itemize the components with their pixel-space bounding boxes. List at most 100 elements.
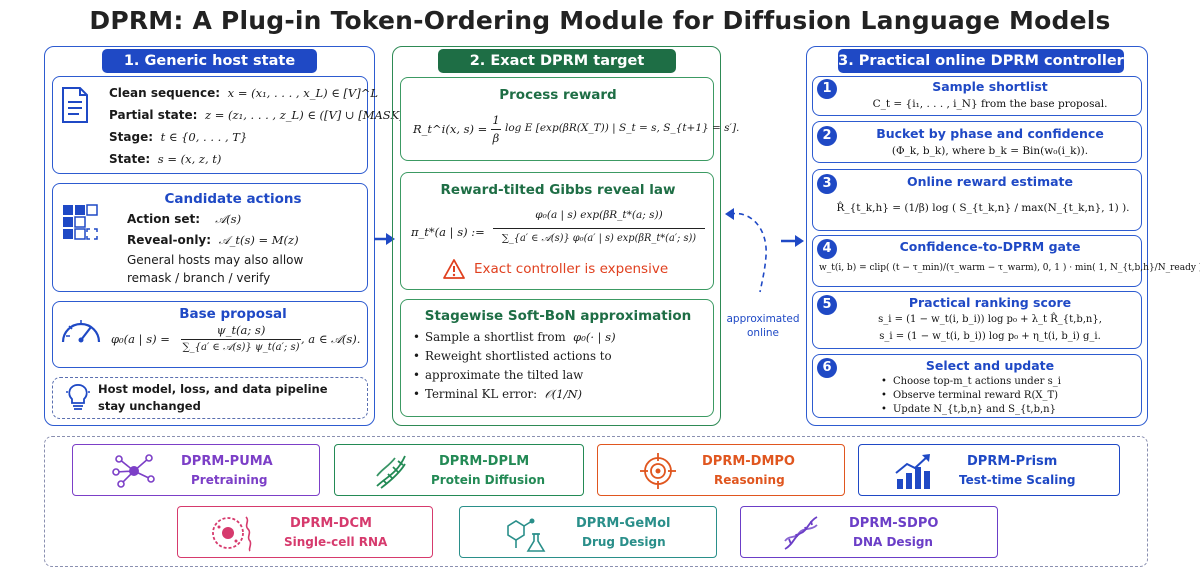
host-unchanged-box: Host model, loss, and data pipeline stay… xyxy=(52,377,368,419)
step-line: R̂_{t_k,h} = (1/β) log ( S_{t_k,n} / max… xyxy=(836,202,1130,214)
step-number-badge: 4 xyxy=(817,239,837,259)
process-reward-title: Process reward xyxy=(499,87,617,103)
host-unchanged-line-2: stay unchanged xyxy=(98,399,201,413)
step-box: 5 Practical ranking score s_i = (1 − w_t… xyxy=(812,291,1142,349)
bullet-text: Terminal KL error: xyxy=(425,387,538,401)
connector-label-2: online xyxy=(746,327,780,339)
reveal-only-math: 𝒜_t(s) = M(z) xyxy=(218,233,299,247)
connector-label-1: approximated xyxy=(726,313,800,325)
stage-row: Stage: t ∈ {0, . . . , T} xyxy=(109,130,247,144)
gibbs-law-title: Reward-tilted Gibbs reveal law xyxy=(440,182,676,198)
app-card-dcm[interactable]: DPRM-DCM Single-cell RNA xyxy=(177,506,433,558)
warning-text: Exact controller is expensive xyxy=(474,261,669,277)
bullet-text: Reweight shortlisted actions to xyxy=(425,349,612,363)
bullet-math: φ₀(· | s) xyxy=(573,330,616,344)
state-row: State: s = (x, z, t) xyxy=(109,152,221,166)
helix-icon xyxy=(784,516,818,550)
clean-sequence-math: x = (x₁, . . . , x_L) ∈ [V]^L xyxy=(227,86,378,100)
step-title: Confidence-to-DPRM gate xyxy=(899,239,1081,254)
reveal-only-row: Reveal-only: 𝒜_t(s) = M(z) xyxy=(127,233,299,248)
bar-chart-icon xyxy=(895,454,930,489)
base-proposal-tail: , a ∈ 𝒜(s). xyxy=(301,332,361,346)
panel-generic-host-state xyxy=(44,46,375,426)
process-reward-box: Process reward R_t^i(x, s) = 1 β log E [… xyxy=(400,77,739,161)
gibbs-law-numerator: φ₀(a | s) exp(βR_t*(a; s)) xyxy=(535,209,663,221)
process-reward-frac-bar xyxy=(491,129,501,130)
general-hosts-note-2: remask / branch / verify xyxy=(127,271,271,285)
panel-exact-dprm-target xyxy=(392,46,721,426)
gibbs-law-lhs: π_t*(a | s) := xyxy=(411,225,485,239)
step-box: 1 Sample shortlist C_t = {i₁, . . . , i_… xyxy=(812,76,1142,116)
base-proposal-fraction-bar xyxy=(181,339,301,340)
app-subtitle: Reasoning xyxy=(714,473,785,487)
app-subtitle: Test-time Scaling xyxy=(959,473,1076,487)
app-subtitle: Drug Design xyxy=(582,535,666,549)
step-line: s_i = (1 − w_t(i, b_i)) log p₀ + η_t(i, … xyxy=(879,331,1101,342)
partial-state-row: Partial state: z = (z₁, . . . , z_L) ∈ (… xyxy=(109,108,426,122)
gibbs-law-denominator: ∑_{a′ ∈ 𝒜(s)} φ₀(a′ | s) exp(βR_t*(a′; s… xyxy=(501,233,697,244)
app-name: DPRM-DMPO xyxy=(702,454,795,469)
approximated-online-connector xyxy=(725,208,767,293)
app-name: DPRM-DPLM xyxy=(439,454,530,469)
bullet-text: Sample a shortlist from xyxy=(425,330,566,344)
action-set-label: Action set: xyxy=(127,212,201,226)
process-reward-frac-den: β xyxy=(492,131,500,145)
soft-bon-bullets: Sample a shortlist from φ₀(· | s) Reweig… xyxy=(411,328,616,404)
app-subtitle: DNA Design xyxy=(853,535,933,549)
state-math: s = (x, z, t) xyxy=(157,152,222,166)
app-card-dmpo[interactable]: DPRM-DMPO Reasoning xyxy=(597,444,845,496)
app-name: DPRM-GeMol xyxy=(576,516,671,531)
bullet-math: 𝒪(1/N) xyxy=(544,387,583,401)
state-label: State: xyxy=(109,152,151,166)
step-number-badge: 3 xyxy=(817,174,837,194)
grid-icon xyxy=(63,204,98,240)
soft-bon-box: Stagewise Soft-BoN approximation Sample … xyxy=(400,299,714,417)
applications-container xyxy=(44,436,1148,567)
app-name: DPRM-DCM xyxy=(290,516,372,531)
partial-state-math: z = (z₁, . . . , z_L) ∈ ([V] ∪ [MASK])^L xyxy=(205,108,426,122)
process-reward-rhs: log E [exp(βR(X_T)) | S_t = s, S_{t+1} =… xyxy=(505,122,740,134)
step-number-badge: 6 xyxy=(817,358,837,378)
gibbs-law-box: Reward-tilted Gibbs reveal law π_t*(a | … xyxy=(400,172,714,290)
step-title: Select and update xyxy=(925,358,1055,373)
app-card-dplm[interactable]: DPRM-DPLM Protein Diffusion xyxy=(334,444,584,496)
step-title: Bucket by phase and confidence xyxy=(876,126,1104,141)
step-number-badge: 1 xyxy=(817,79,837,99)
lightbulb-icon xyxy=(66,384,90,410)
step-bullets: Choose top-m_t actions under s_i Observe… xyxy=(879,375,1061,417)
clean-sequence-label: Clean sequence: xyxy=(109,86,221,100)
network-icon xyxy=(112,454,155,488)
stage-label: Stage: xyxy=(109,130,154,144)
cell-icon xyxy=(212,516,252,552)
app-card-gemol[interactable]: DPRM-GeMol Drug Design xyxy=(459,506,717,558)
step-number-badge: 5 xyxy=(817,295,837,315)
step-line: C_t = {i₁, . . . , i_N} from the base pr… xyxy=(872,98,1108,110)
step-bullet: Observe terminal reward R(X_T) xyxy=(879,389,1061,403)
step-bullet: Choose top-m_t actions under s_i xyxy=(879,375,1061,389)
step-box: 6 Select and update Choose top-m_t actio… xyxy=(812,354,1142,418)
page-title: DPRM: A Plug-in Token-Ordering Module fo… xyxy=(89,6,1111,35)
arrow-right-icon xyxy=(374,233,395,245)
soft-bon-bullet: Terminal KL error: 𝒪(1/N) xyxy=(411,385,616,404)
clean-sequence-row: Clean sequence: x = (x₁, . . . , x_L) ∈ … xyxy=(109,86,378,100)
soft-bon-bullet-continuation: approximate the tilted law xyxy=(411,366,616,385)
app-name: DPRM-SDPO xyxy=(849,516,939,531)
general-hosts-note-1: General hosts may also allow xyxy=(127,253,304,267)
soft-bon-bullet: Sample a shortlist from φ₀(· | s) xyxy=(411,328,616,347)
host-state-box: Clean sequence: x = (x₁, . . . , x_L) ∈ … xyxy=(52,76,426,174)
partial-state-label: Partial state: xyxy=(109,108,198,122)
target-icon xyxy=(640,453,676,489)
candidate-actions-box: Candidate actions Action set: 𝒜(s) Revea… xyxy=(52,183,368,292)
step-line: s_i = (1 − w_t(i, b_i)) log p₀ + λ_t R̂_… xyxy=(878,314,1102,325)
base-proposal-box: Base proposal φ₀(a | s) = ψ_t(a; s) ∑_{a… xyxy=(52,301,368,368)
app-card-prism[interactable]: DPRM-Prism Test-time Scaling xyxy=(858,444,1120,496)
app-card-puma[interactable]: DPRM-PUMA Pretraining xyxy=(72,444,320,496)
app-card-sdpo[interactable]: DPRM-SDPO DNA Design xyxy=(740,506,998,558)
step-title: Practical ranking score xyxy=(908,295,1072,310)
warning-icon xyxy=(443,259,465,279)
base-proposal-lhs: φ₀(a | s) = xyxy=(111,332,170,346)
step-title: Online reward estimate xyxy=(906,174,1073,189)
step-bullet: Update N_{t,b,n} and S_{t,b,n} xyxy=(879,403,1061,417)
app-subtitle: Protein Diffusion xyxy=(431,473,546,487)
candidate-actions-title: Candidate actions xyxy=(164,191,302,207)
